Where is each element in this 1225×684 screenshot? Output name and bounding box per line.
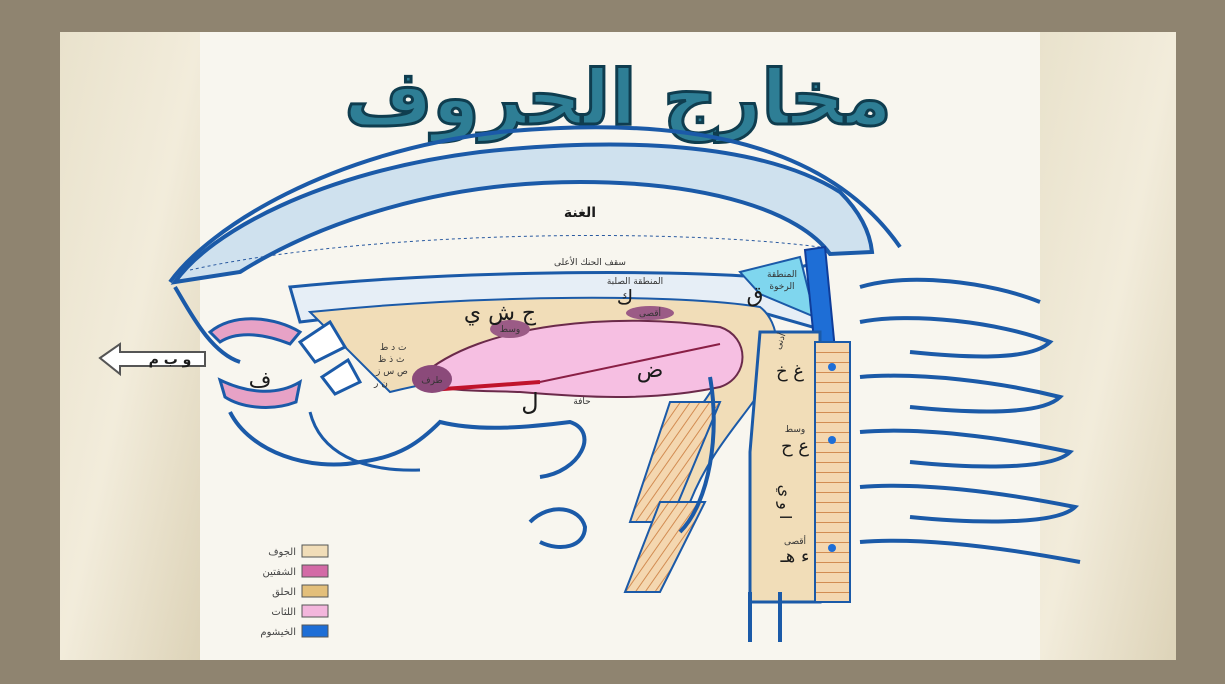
faa-letter: ف	[249, 368, 272, 393]
legend-label-halq: الحلق	[272, 587, 296, 598]
kaf-letter: ك	[617, 285, 633, 309]
dot-wasat	[828, 436, 836, 444]
soft-palate-label-2: الرخوة	[769, 282, 794, 292]
qaf-letter: ق	[746, 283, 763, 308]
aqsa-letters: ء هـ	[780, 546, 810, 567]
jawf-letters: ا و ي	[775, 485, 795, 520]
tongue-tip-letters-3: ص س ز	[375, 367, 408, 377]
dot-adna	[828, 363, 836, 371]
legend-swatch-halq	[302, 585, 328, 597]
lam-letter: ل	[521, 388, 538, 416]
legend-swatch-jawf	[302, 545, 328, 557]
legend-label-lips: الشفتين	[263, 567, 296, 578]
legend-label-khayshoom: الخيشوم	[260, 627, 296, 638]
lips-letters: و ب م	[149, 352, 192, 368]
right-texture	[1040, 32, 1176, 660]
adna-letters: غ خ	[776, 361, 804, 382]
wasat-tongue-label: وسط	[500, 325, 520, 335]
haffa-label: حافة	[573, 397, 590, 407]
wasat-label: وسط	[785, 425, 805, 435]
aqsa-tongue-label: أقصى	[639, 307, 661, 319]
legend-swatch-gums	[302, 605, 328, 617]
jeem-sheen-yaa-letters: ج ش ي	[464, 301, 537, 326]
tongue-tip-letters-1: ت د ط	[380, 343, 407, 353]
roof-label: سقف الحنك الأعلى	[554, 256, 626, 268]
articulation-diagram: مخارج الحروف الغنة سقف الحنك الأعلى المن…	[60, 32, 1176, 660]
tongue-tip-letters-4: ن ر	[373, 379, 388, 389]
legend-swatch-khayshoom	[302, 625, 328, 637]
legend-swatch-lips	[302, 565, 328, 577]
dad-letter: ض	[637, 358, 664, 383]
soft-palate-label-1: المنطقة	[767, 270, 797, 280]
diagram-panel: مخارج الحروف الغنة سقف الحنك الأعلى المن…	[60, 32, 1176, 660]
trachea	[815, 342, 850, 602]
legend-label-gums: اللثات	[271, 607, 296, 618]
left-texture	[60, 32, 200, 660]
dot-aqsa	[828, 544, 836, 552]
tongue-tip-letters-2: ث ذ ظ	[378, 355, 405, 365]
wasat-letters: ع ح	[781, 436, 809, 457]
legend-label-jawf: الجوف	[268, 547, 296, 558]
tarf-label: طرف	[421, 376, 442, 386]
hard-palate-label: المنطقة الصلبة	[607, 277, 663, 287]
ghunna-label: الغنة	[564, 205, 596, 221]
